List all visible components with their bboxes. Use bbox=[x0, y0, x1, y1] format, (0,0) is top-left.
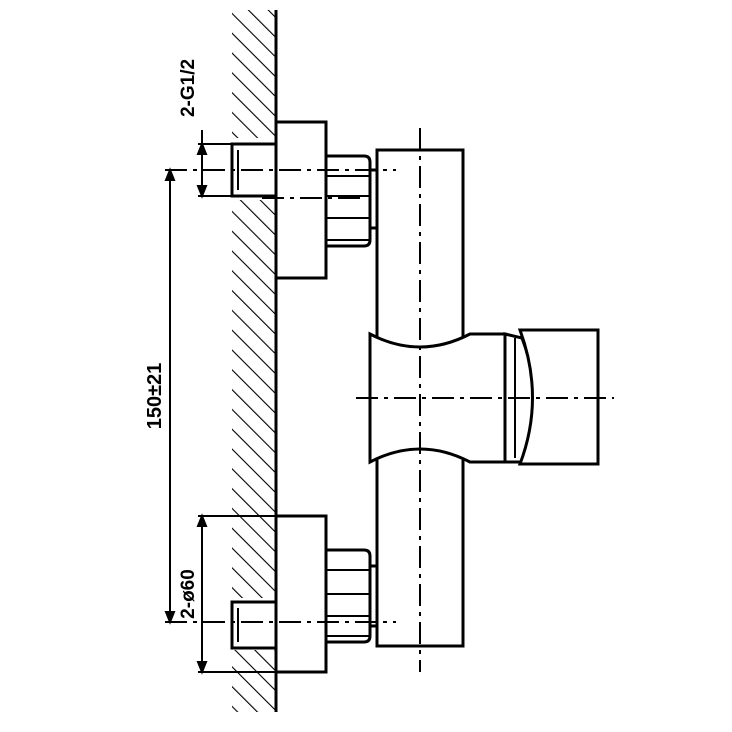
upper-flange bbox=[274, 120, 328, 280]
flange-diameter-label: 2-ø60 bbox=[178, 569, 199, 619]
lower-connection bbox=[230, 514, 382, 674]
dimensions bbox=[164, 130, 280, 675]
lower-hex-nut bbox=[324, 548, 372, 644]
lower-flange bbox=[274, 514, 328, 674]
upper-connection bbox=[230, 120, 382, 280]
center-distance-label: 150±21 bbox=[144, 363, 166, 430]
lower-thread-stub bbox=[230, 600, 278, 650]
thread-size-label: 2-G1/2 bbox=[178, 59, 199, 117]
centerlines bbox=[165, 128, 614, 672]
wall-hatching bbox=[232, 10, 276, 712]
